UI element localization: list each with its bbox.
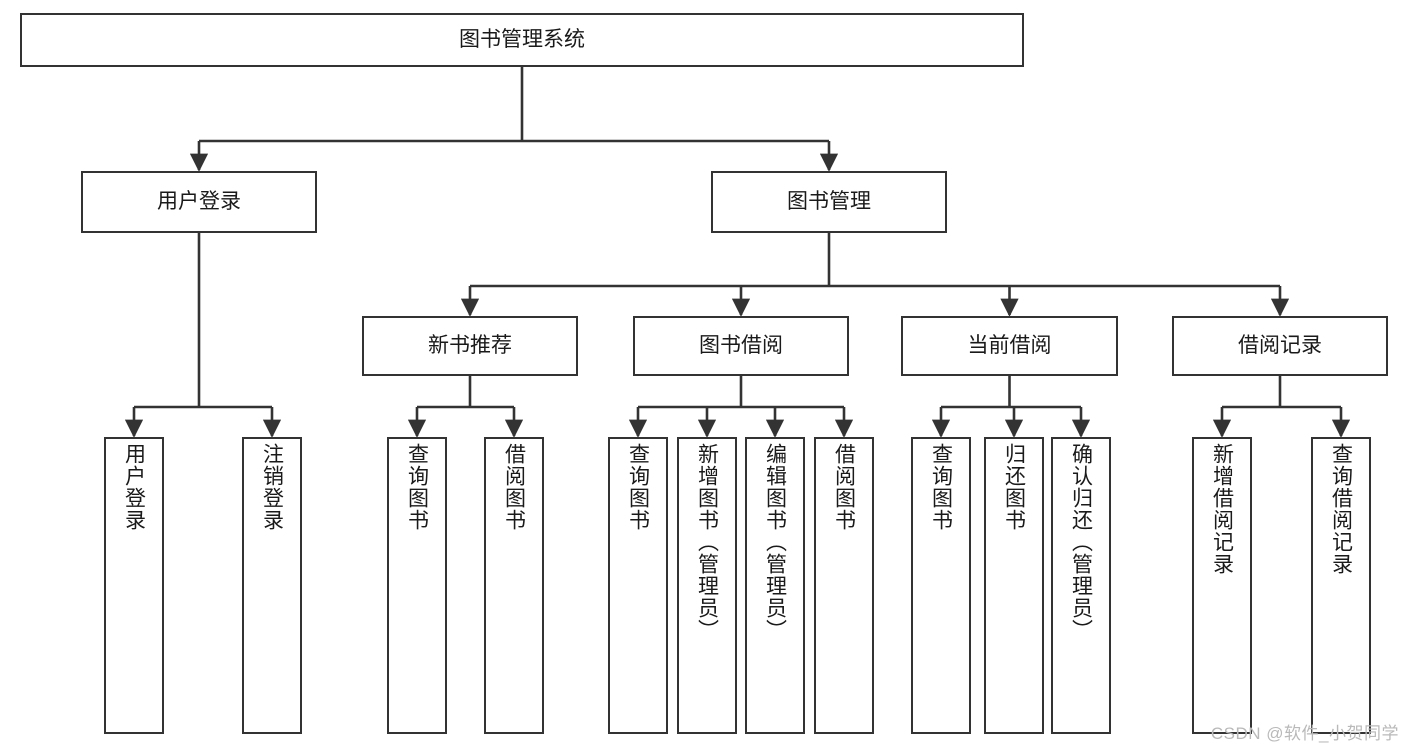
watermark: CSDN @软件_小贺同学 (1210, 724, 1399, 743)
node-leaf-new-1[interactable]: 查询图书 (387, 437, 447, 734)
node-label: 查询图书 (405, 443, 429, 531)
node-borrow[interactable]: 图书借阅 (633, 316, 849, 376)
node-label: 借阅图书 (502, 443, 526, 531)
node-records[interactable]: 借阅记录 (1172, 316, 1388, 376)
node-bookmgmt[interactable]: 图书管理 (711, 171, 947, 233)
node-login[interactable]: 用户登录 (81, 171, 317, 233)
node-label: 确认归还（管理员） (1069, 443, 1093, 641)
node-label: 新增借阅记录 (1210, 443, 1234, 575)
node-leaf-borrow-2[interactable]: 新增图书（管理员） (677, 437, 737, 734)
node-label: 用户登录 (157, 189, 241, 213)
node-leaf-new-2[interactable]: 借阅图书 (484, 437, 544, 734)
node-label: 查询图书 (626, 443, 650, 531)
node-root[interactable]: 图书管理系统 (20, 13, 1024, 67)
node-leaf-login-1[interactable]: 用户登录 (104, 437, 164, 734)
node-label: 图书借阅 (699, 333, 783, 357)
node-label: 归还图书 (1002, 443, 1026, 531)
node-label: 图书管理 (787, 189, 871, 213)
node-label: 新增图书（管理员） (695, 443, 719, 641)
node-leaf-borrow-3[interactable]: 编辑图书（管理员） (745, 437, 805, 734)
node-label: 当前借阅 (967, 333, 1052, 357)
node-label: 用户登录 (122, 443, 146, 531)
node-label: 借阅图书 (832, 443, 856, 531)
node-label: 图书管理系统 (459, 27, 585, 51)
node-label: 新书推荐 (428, 333, 512, 357)
node-label: 借阅记录 (1238, 333, 1322, 357)
node-leaf-cur-2[interactable]: 归还图书 (984, 437, 1044, 734)
node-leaf-cur-1[interactable]: 查询图书 (911, 437, 971, 734)
node-current[interactable]: 当前借阅 (901, 316, 1118, 376)
node-leaf-login-2[interactable]: 注销登录 (242, 437, 302, 734)
node-leaf-cur-3[interactable]: 确认归还（管理员） (1051, 437, 1111, 734)
node-label: 查询图书 (929, 443, 953, 531)
node-leaf-borrow-4[interactable]: 借阅图书 (814, 437, 874, 734)
node-label: 编辑图书（管理员） (763, 443, 787, 641)
node-leaf-borrow-1[interactable]: 查询图书 (608, 437, 668, 734)
node-leaf-rec-1[interactable]: 新增借阅记录 (1192, 437, 1252, 734)
node-label: 注销登录 (260, 443, 284, 531)
node-newbook[interactable]: 新书推荐 (362, 316, 578, 376)
node-label: 查询借阅记录 (1329, 443, 1353, 575)
node-leaf-rec-2[interactable]: 查询借阅记录 (1311, 437, 1371, 734)
